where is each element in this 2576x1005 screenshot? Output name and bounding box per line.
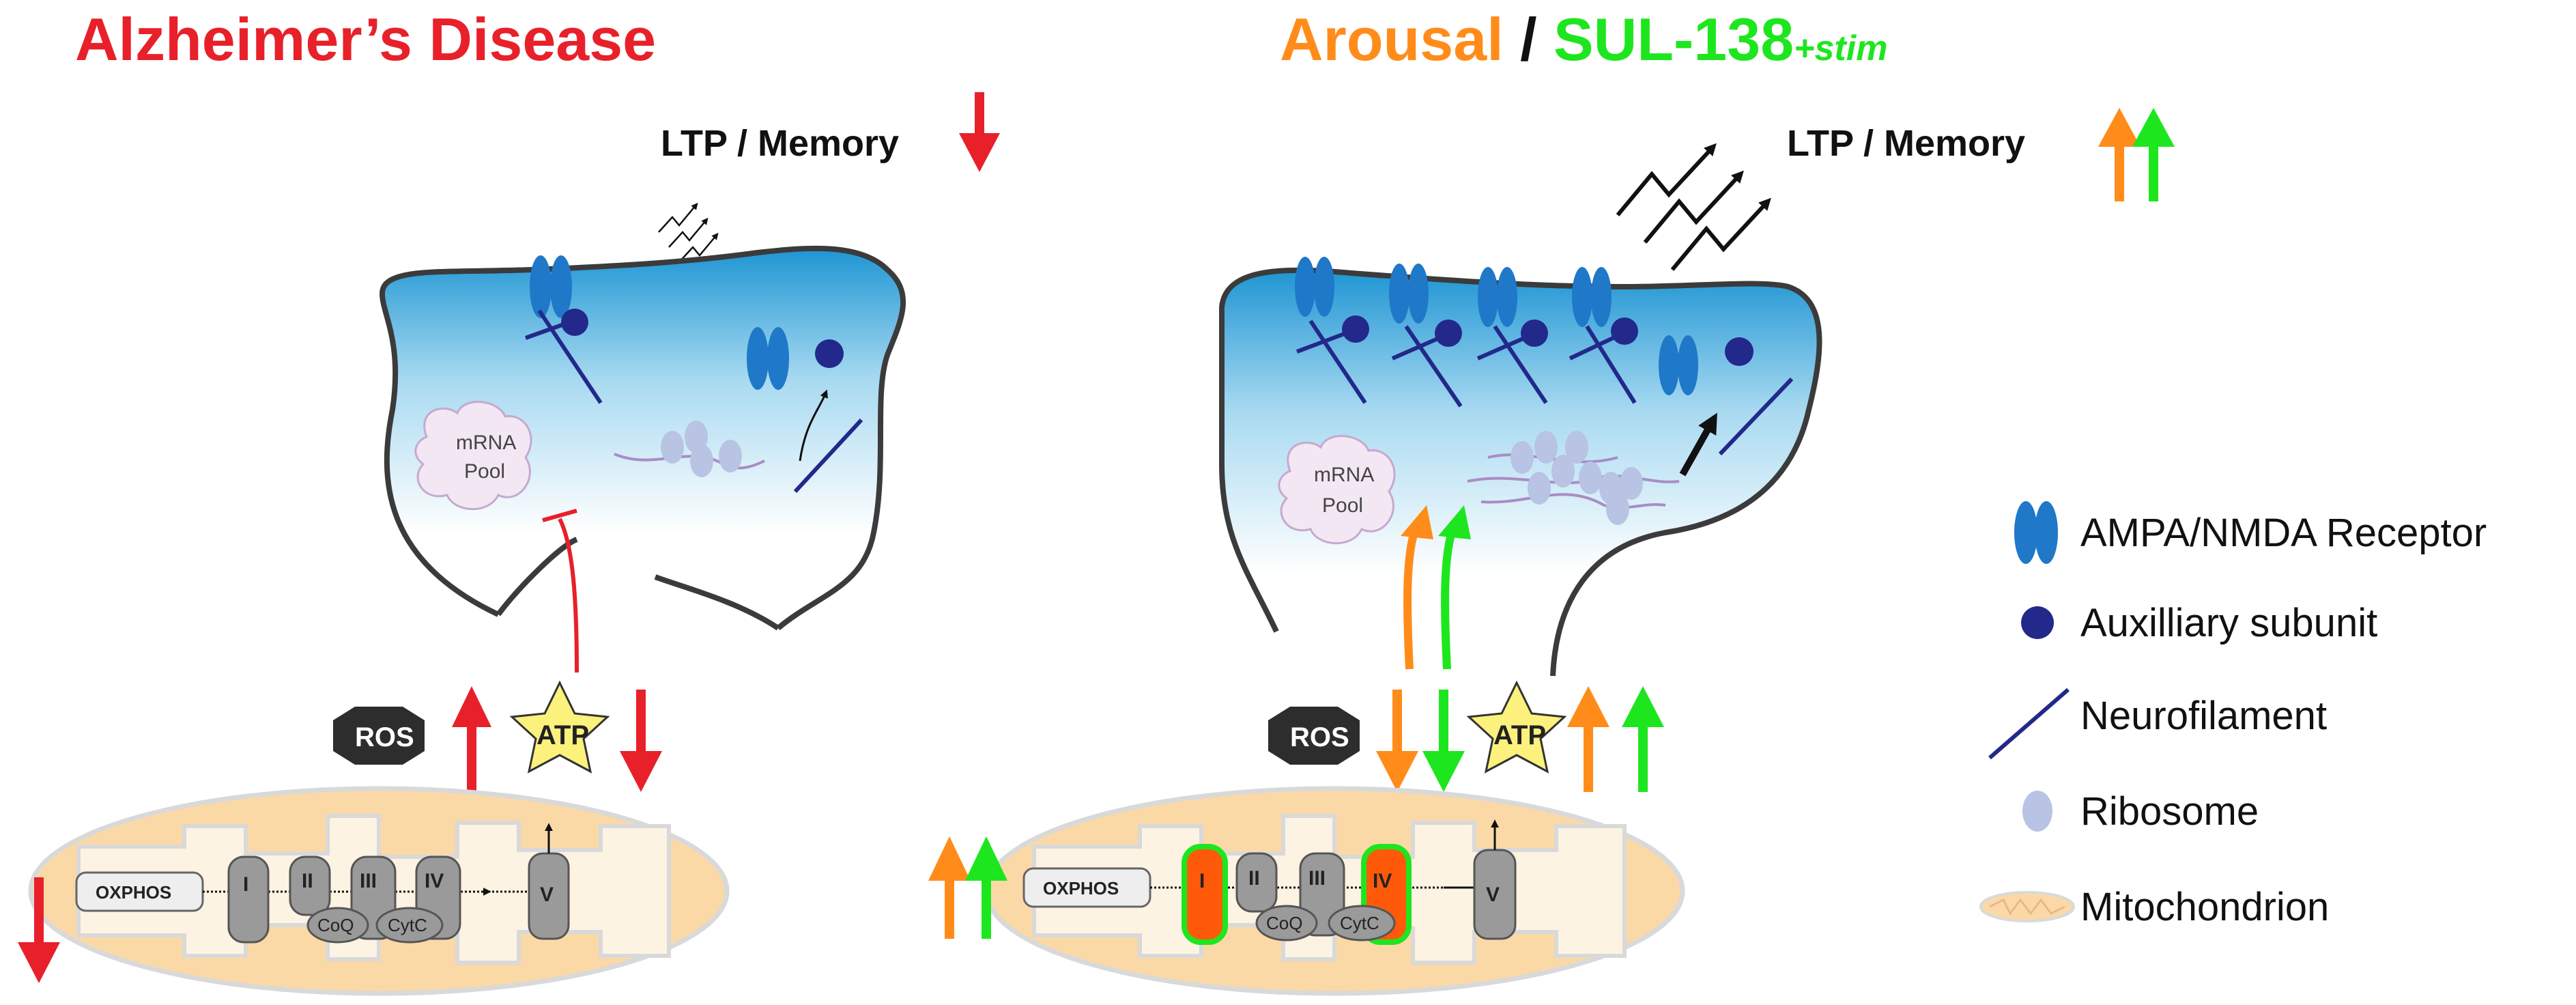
right-complex-iv-label: IV [1373,870,1392,892]
right-oxphos-label: OXPHOS [1043,878,1119,898]
auxiliary-subunit-icon [2021,606,2054,639]
left-inhibition-line [542,509,579,673]
right-atp-label: ATP [1493,720,1546,750]
left-pool-label: Pool [464,460,505,483]
atp-down-arrow-icon [620,690,662,792]
right-title-stim: +stim [1794,29,1887,68]
ltp-down-arrow-icon [959,92,1000,172]
right-receptor-group-3 [1476,267,1548,404]
strong-signal-arrows-icon [1616,143,1771,271]
right-title-sep: / [1504,5,1554,73]
left-receptor-group [524,255,603,404]
atp-up-arrow-green-icon [1622,686,1664,792]
ros-down-arrow-green-icon [1422,690,1465,792]
right-title-sul138: SUL-138 [1554,5,1794,73]
atp-up-arrow-orange-icon [1567,686,1609,792]
ribosome-icon [2022,791,2052,832]
legend-label-receptor: AMPA/NMDA Receptor [2080,511,2487,555]
legend-label-neurofilament: Neurofilament [2080,694,2327,738]
right-complex-iii-label: III [1308,867,1326,890]
mito-up-arrow-orange-icon [928,836,971,939]
mitochondrion-icon [1979,891,2075,922]
right-cytc-label: CytC [1340,913,1379,933]
right-complex-i-label: I [1199,870,1205,892]
left-ribosomes [614,421,765,477]
left-mrna-pool: mRNA Pool [414,401,532,511]
mito-down-arrow-icon [18,877,60,983]
right-ribosomes [1467,431,1680,525]
ltp-up-arrow-orange-icon [2098,108,2141,201]
left-mrna-label: mRNA [456,431,516,454]
neurofilament-icon [1988,688,2070,760]
left-panel: Alzheimer’s Disease LTP / Memory [18,5,1000,996]
left-complex-v-label: V [540,883,554,906]
right-atp-star: ATP [1466,680,1567,774]
right-complex-v-label: V [1486,883,1500,906]
right-pool-label: Pool [1322,494,1363,517]
legend-item-receptor: AMPA/NMDA Receptor [2014,501,2487,564]
left-atp-label: ATP [536,720,589,750]
ltp-up-arrow-green-icon [2132,108,2175,201]
right-trafficking-arrow [1679,412,1717,477]
right-mitochondrion: OXPHOS I II III IV CoQ CytC V [984,786,1685,996]
right-inner-receptor [1659,335,1754,395]
right-mrna-label: mRNA [1314,464,1374,486]
ros-up-arrow-icon [452,686,491,799]
mito-up-arrow-green-icon [965,836,1007,939]
left-ltp-label: LTP / Memory [661,123,899,164]
legend: AMPA/NMDA Receptor Auxilliary subunit Ne… [1979,501,2487,929]
right-neurofilament [1718,377,1794,456]
left-complex-iv-label: IV [425,870,444,892]
right-receptor-group-4 [1569,267,1638,404]
right-receptor-group-2 [1389,264,1463,408]
weak-signal-arrows-icon [658,202,719,263]
ros-down-arrow-orange-icon [1376,690,1418,792]
legend-label-mitochondrion: Mitochondrion [2080,885,2329,929]
left-complex-ii-label: II [302,870,313,892]
legend-label-subunit: Auxilliary subunit [2080,601,2377,645]
right-receptor-group-1 [1295,257,1369,404]
left-complex-i-label: I [243,873,248,896]
left-ros-badge: ROS [333,707,425,765]
receptor-icon [2014,501,2058,564]
left-inner-receptor [747,327,844,390]
right-ros-label: ROS [1290,722,1349,752]
right-ltp-label: LTP / Memory [1787,123,2025,164]
spine-up-arrow-orange-icon [1401,505,1433,670]
left-neurofilament [793,418,863,494]
left-complex-iii-label: III [360,870,377,892]
right-ros-badge: ROS [1268,707,1360,765]
right-title-arousal: Arousal [1280,5,1504,73]
left-mitochondrion: OXPHOS I II III IV CoQ CytC V [28,786,730,996]
left-atp-star: ATP [509,680,610,774]
left-trafficking-arrow [799,389,828,462]
right-title: Arousal / SUL-138+stim [1280,5,1887,73]
right-mrna-pool: mRNA Pool [1278,435,1396,545]
left-cytc-label: CytC [388,915,427,935]
left-ros-label: ROS [355,722,414,752]
right-panel: Arousal / SUL-138+stim LTP / Memory [928,5,2175,996]
right-complex-ii-label: II [1248,867,1260,890]
right-coq-label: CoQ [1266,913,1302,933]
left-title: Alzheimer’s Disease [75,5,656,73]
left-oxphos-label: OXPHOS [96,882,171,903]
spine-up-arrow-green-icon [1438,505,1471,670]
legend-label-ribosome: Ribosome [2080,789,2259,834]
left-coq-label: CoQ [317,915,354,935]
legend-item-subunit: Auxilliary subunit [2021,601,2377,645]
